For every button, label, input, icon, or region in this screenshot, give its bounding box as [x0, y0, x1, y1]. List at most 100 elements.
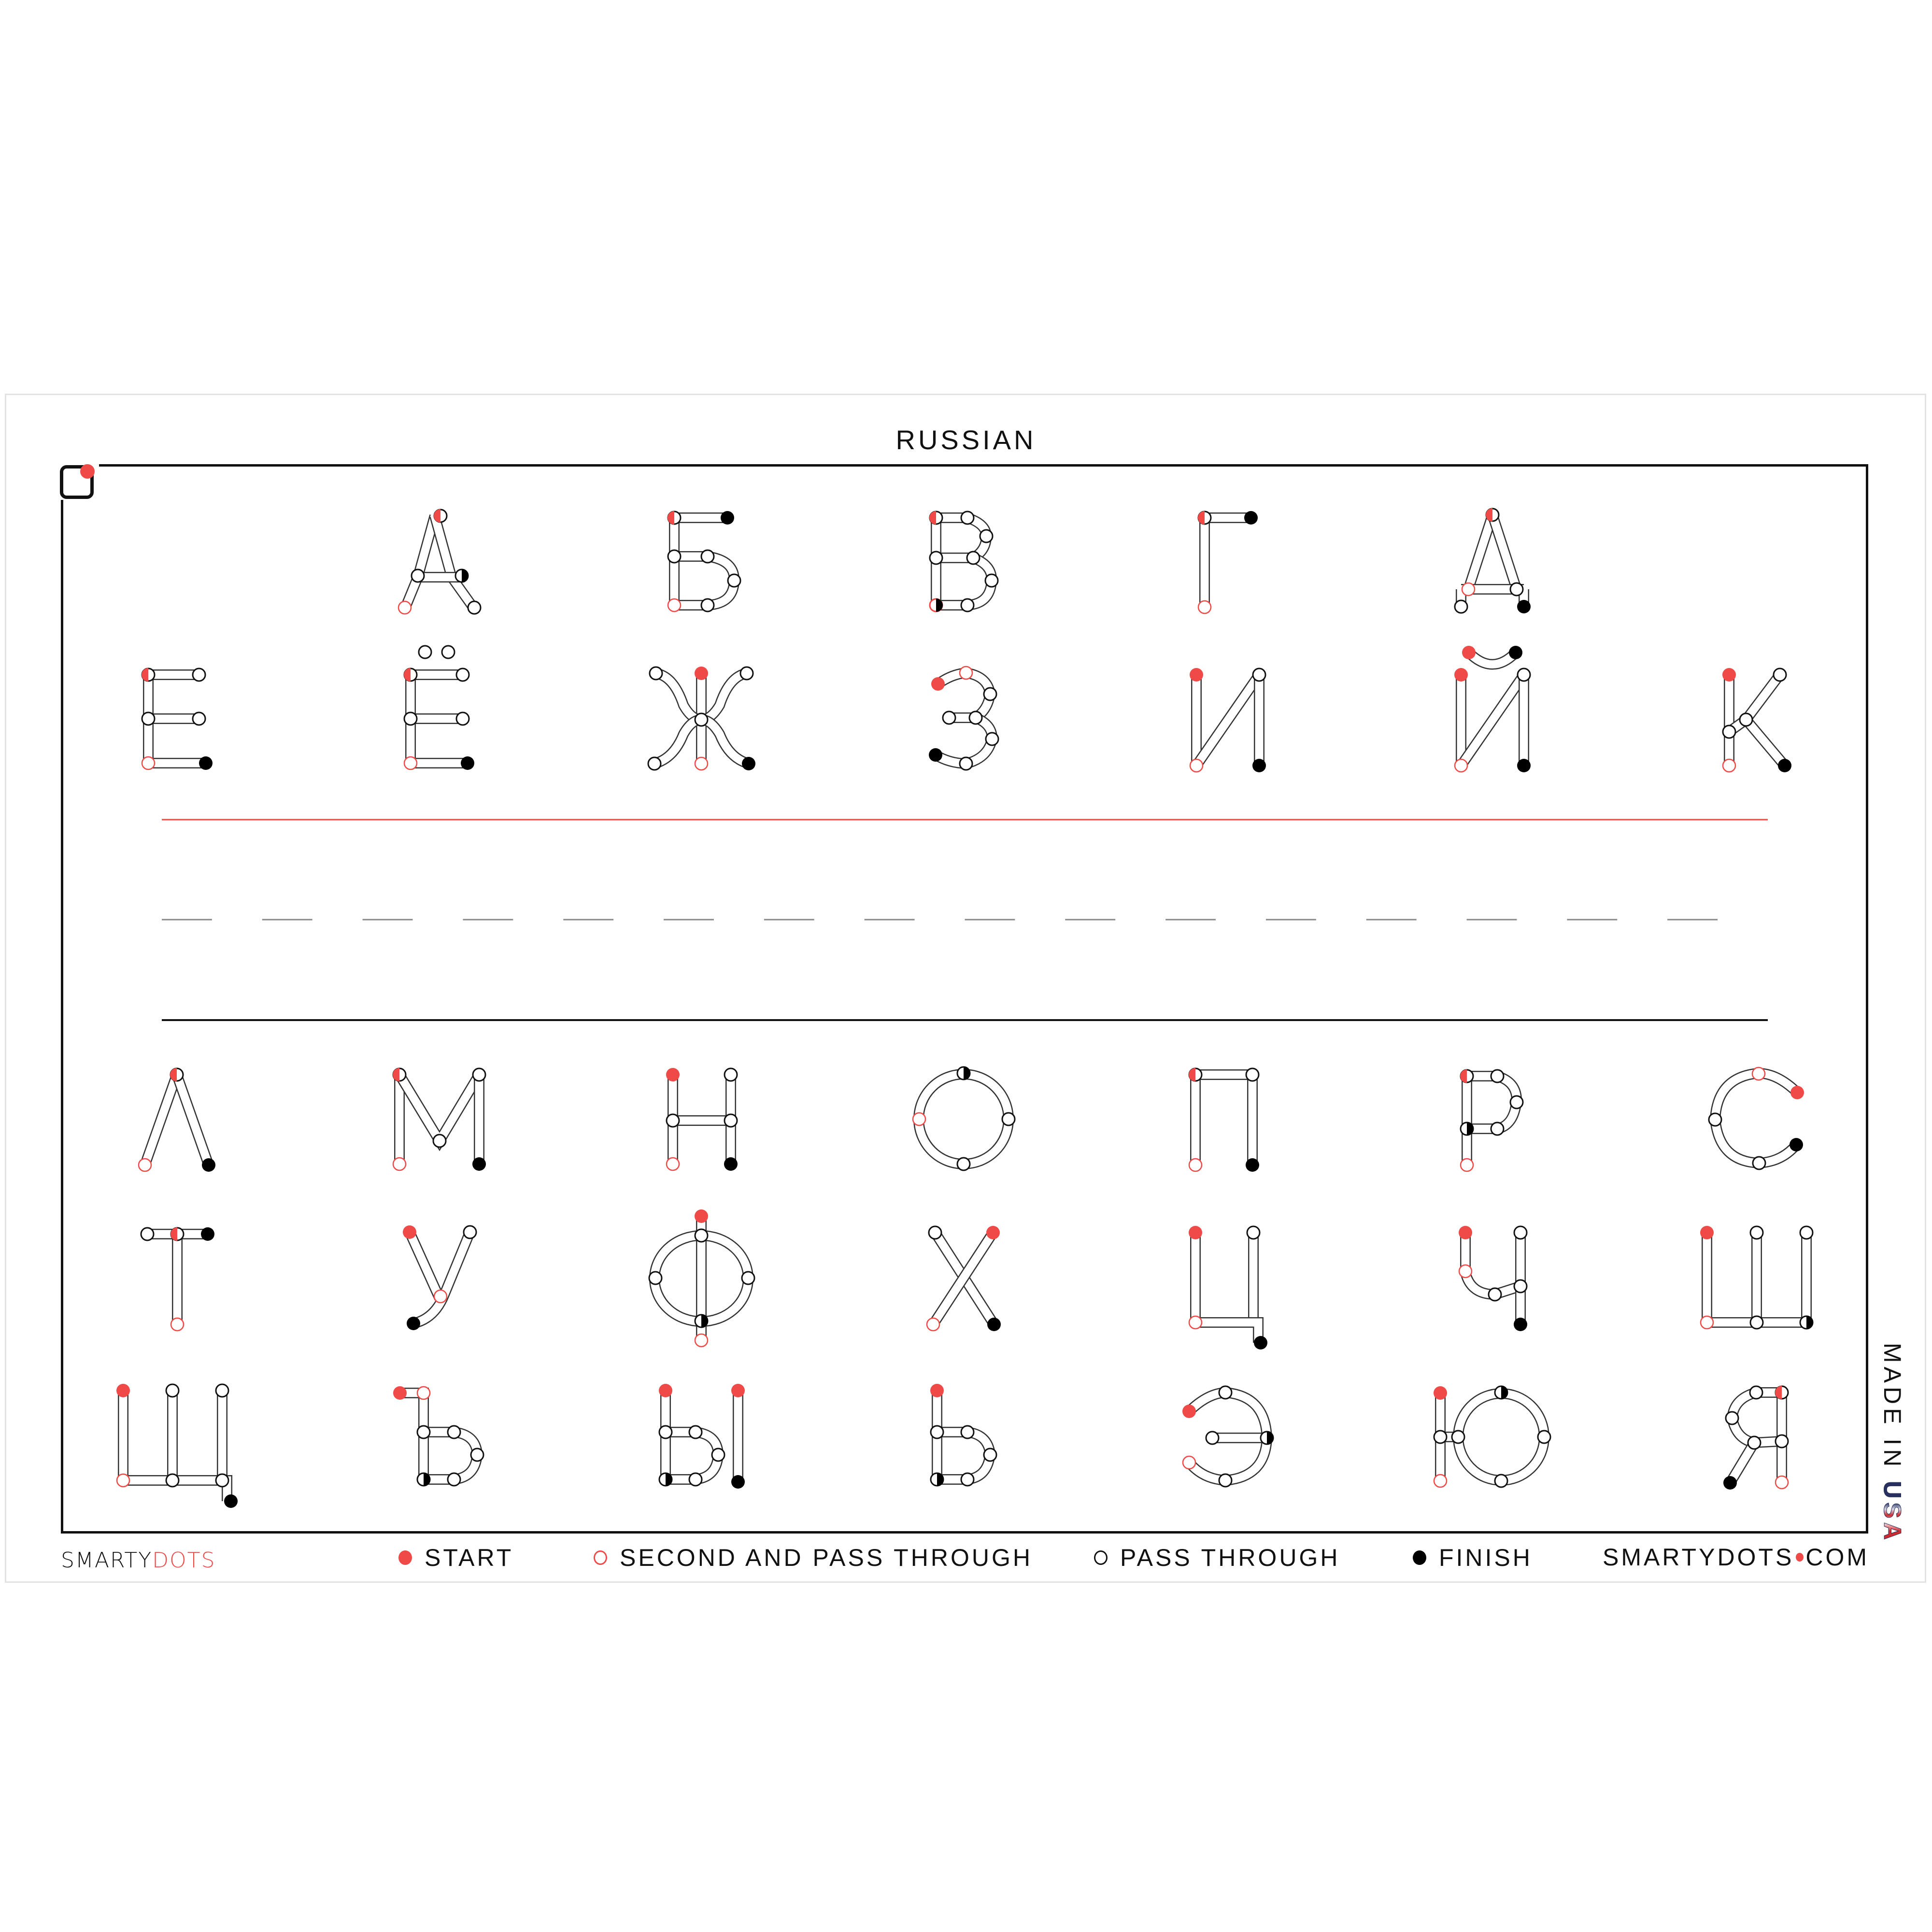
pass-dot-icon	[956, 1157, 971, 1171]
pass-dot-icon	[192, 711, 206, 726]
pass-dot-icon	[141, 711, 156, 726]
finish-dot-icon	[472, 1157, 486, 1171]
made-in-usa-badge: MADE IN USA	[1879, 1343, 1910, 1546]
pass-dot-icon	[1513, 1225, 1528, 1240]
start-dot-icon	[1434, 1386, 1447, 1400]
finish-dot-icon	[721, 511, 734, 525]
letter-Н	[666, 1067, 738, 1171]
pass-dot-icon	[441, 645, 455, 659]
letter-У	[403, 1225, 477, 1330]
pass-dot-icon	[1739, 712, 1753, 727]
letter-track-fill	[1728, 1388, 1782, 1447]
second-dot-icon	[694, 756, 709, 771]
pass-dot-icon	[1749, 1225, 1764, 1240]
finish-dot-icon	[201, 1227, 214, 1241]
pass-dot-icon	[1749, 1315, 1764, 1330]
second-dot-icon	[141, 756, 156, 770]
letter-Ы	[658, 1384, 745, 1489]
pass-dot-icon	[649, 666, 663, 681]
pass-dot-icon	[1708, 1112, 1722, 1127]
finish-dot-icon	[1252, 759, 1266, 772]
pass-dot-icon	[416, 1425, 431, 1439]
pass-dot-icon	[140, 1227, 155, 1241]
letter-track-fill	[1743, 717, 1788, 768]
finish-half-dot-icon-fill	[1467, 1122, 1474, 1136]
pass-dot-icon	[688, 1472, 703, 1487]
second-dot-icon	[170, 1317, 185, 1332]
pass-dot-icon	[1513, 1279, 1528, 1293]
brand-logo: SMARTYDOTS	[61, 1548, 215, 1573]
finish-dot-icon	[407, 1317, 420, 1330]
pass-dot-icon	[666, 1113, 680, 1128]
start-half-dot-icon-fill	[1460, 1069, 1467, 1083]
second-dot-icon	[1751, 1066, 1766, 1081]
finish-dot-icon	[742, 757, 755, 770]
letter-track-fill	[1458, 672, 1527, 768]
pass-dot-icon	[1799, 1225, 1814, 1240]
finish-dot-icon	[1413, 1550, 1426, 1565]
pass-dot-icon	[403, 711, 418, 726]
letter-track-fill	[929, 1230, 997, 1327]
second-dot-icon	[1700, 1315, 1714, 1330]
pass-dot-icon	[724, 1113, 738, 1128]
pass-dot-icon	[1537, 1430, 1551, 1444]
page-title: RUSSIAN	[895, 425, 1037, 455]
finish-half-dot-icon-fill	[1501, 1386, 1508, 1399]
pass-dot-icon	[968, 710, 983, 725]
legend-second: SECOND AND PASS THROUGH	[594, 1543, 1033, 1572]
finish-half-dot-icon-fill	[701, 1314, 708, 1328]
letter-Т	[140, 1227, 214, 1332]
letter-Э	[1182, 1385, 1274, 1488]
start-half-dot-icon-fill	[170, 1227, 177, 1241]
start-dot-icon	[1189, 1226, 1202, 1239]
letter-track-fill	[401, 514, 439, 611]
letter-track-fill	[936, 554, 996, 610]
letter-track-fill	[666, 1428, 723, 1484]
pass-dot-icon	[1494, 1474, 1508, 1488]
legend-finish: FINISH	[1413, 1543, 1533, 1572]
writing-frame	[61, 464, 1868, 1534]
letter-Ъ	[393, 1386, 484, 1487]
pass-dot-icon	[1001, 1112, 1016, 1126]
pass-dot-icon	[1722, 724, 1736, 739]
letter-И	[1189, 668, 1266, 773]
finish-dot-icon	[202, 1158, 215, 1172]
letter-track-fill	[1464, 513, 1497, 591]
start-dot-icon	[403, 1225, 416, 1239]
start-half-dot-icon-fill	[434, 509, 440, 523]
legend-start: START	[398, 1543, 513, 1572]
pass-dot-icon	[667, 549, 682, 564]
start-dot-icon	[930, 1384, 944, 1397]
pass-dot-icon	[928, 1225, 942, 1240]
finish-half-dot-icon-fill	[424, 1473, 430, 1486]
finish-half-dot-icon-fill	[666, 1473, 672, 1486]
website-left: SMARTYDOTS	[1603, 1544, 1794, 1571]
pass-dot-icon	[1490, 1069, 1505, 1083]
letter-П	[1188, 1067, 1260, 1172]
letter-track-fill	[1467, 1072, 1521, 1133]
pass-dot-icon	[455, 711, 470, 726]
pass-dot-icon	[739, 666, 754, 681]
start-dot-icon	[1190, 668, 1203, 682]
second-dot-icon	[1188, 1315, 1203, 1330]
second-dot-icon	[1189, 758, 1204, 773]
start-dot-icon	[695, 667, 708, 680]
pass-dot-icon	[447, 1425, 461, 1439]
letter-track-fill	[1726, 1440, 1758, 1485]
second-dot-icon	[926, 1317, 940, 1332]
finish-half-dot-icon-fill	[1267, 1431, 1274, 1445]
pass-dot-icon	[942, 710, 956, 725]
finish-half-dot-icon-fill	[964, 1066, 970, 1080]
start-half-dot-icon-fill	[1198, 511, 1205, 525]
letter-С	[1708, 1066, 1804, 1170]
pass-dot-icon	[1454, 599, 1468, 614]
pass-dot-icon	[959, 756, 973, 771]
finish-dot-icon	[199, 756, 213, 770]
pass-dot-icon	[1725, 1411, 1739, 1425]
second-dot-icon	[416, 1386, 431, 1400]
pass-dot-icon	[658, 1425, 673, 1439]
start-half-dot-icon-fill	[1486, 508, 1492, 522]
start-half-dot-icon-fill	[1189, 1068, 1195, 1081]
letter-Ь	[930, 1384, 997, 1487]
pass-dot-icon	[1218, 1385, 1233, 1400]
